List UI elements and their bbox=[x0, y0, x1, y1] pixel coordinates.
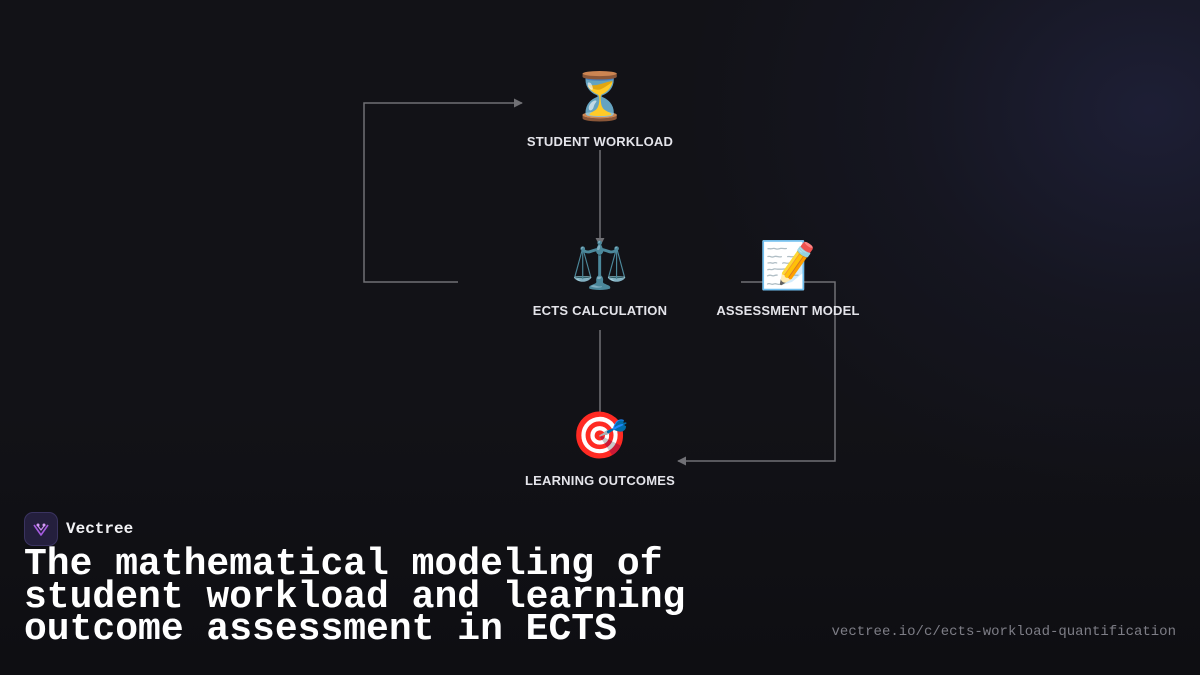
node-student-workload: ⏳ STUDENT WORKLOAD bbox=[490, 66, 710, 149]
node-label: ECTS CALCULATION bbox=[532, 303, 668, 318]
node-assessment-model: 📝 ASSESSMENT MODEL bbox=[678, 235, 898, 318]
hourglass-icon: ⏳ bbox=[571, 69, 629, 123]
node-label: ASSESSMENT MODEL bbox=[716, 303, 860, 318]
memo-icon: 📝 bbox=[759, 238, 817, 292]
node-label: LEARNING OUTCOMES bbox=[524, 473, 675, 488]
brand: Vectree bbox=[24, 512, 133, 546]
balance-scale-icon: ⚖️ bbox=[571, 238, 629, 292]
connector-ects-to-workload bbox=[363, 98, 523, 283]
source-url: vectree.io/c/ects-workload-quantificatio… bbox=[831, 624, 1176, 640]
node-label: STUDENT WORKLOAD bbox=[526, 134, 674, 149]
brand-name: Vectree bbox=[66, 520, 134, 538]
page-title: The mathematical modeling of student wor… bbox=[24, 543, 686, 651]
node-ects-calculation: ⚖️ ECTS CALCULATION bbox=[490, 235, 710, 318]
vectree-logo-icon bbox=[24, 512, 58, 546]
connector-assessment-to-outcomes bbox=[677, 281, 836, 466]
node-learning-outcomes: 🎯 LEARNING OUTCOMES bbox=[490, 405, 710, 488]
direct-hit-target-icon: 🎯 bbox=[571, 408, 629, 462]
